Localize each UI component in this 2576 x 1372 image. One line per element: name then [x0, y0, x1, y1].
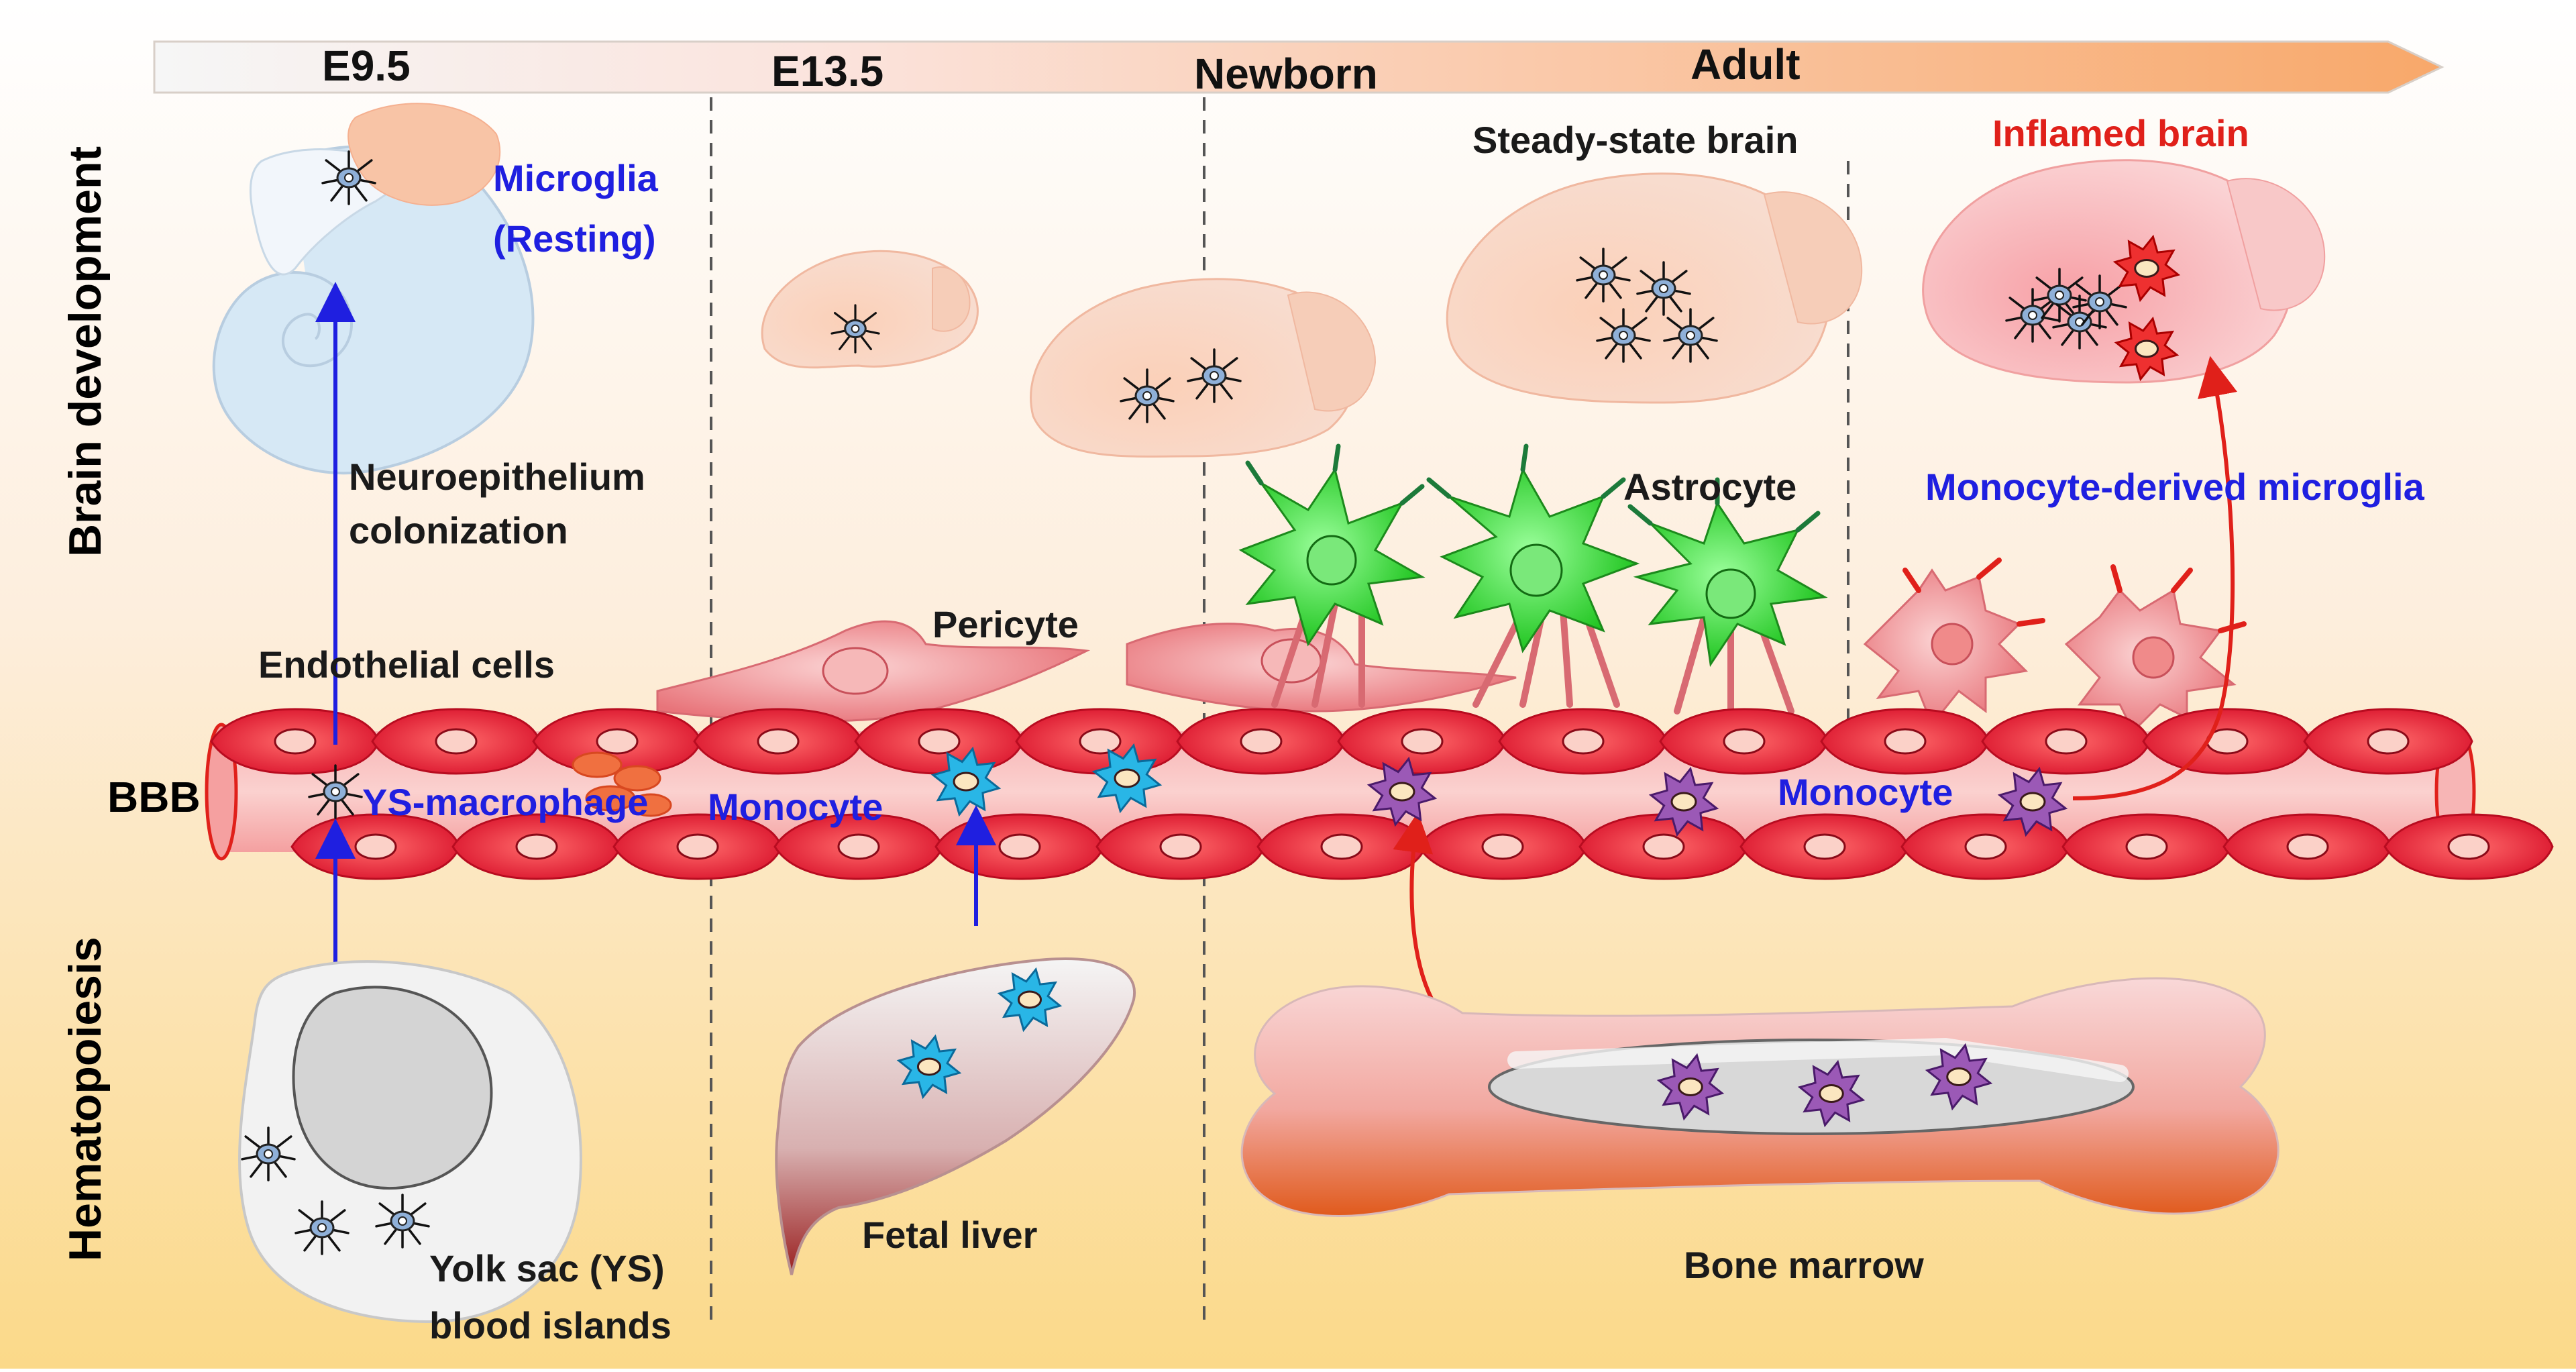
side-label-brain-development: Brain development — [60, 146, 111, 557]
microglia-cell — [2072, 274, 2127, 329]
label-microglia-resting: (Resting) — [493, 217, 656, 260]
ys-macrophage-cell — [308, 764, 363, 819]
endothelial-cell — [1015, 708, 1185, 775]
label-ys-macrophage: YS-macrophage — [362, 781, 648, 823]
label-endothelial-cells: Endothelial cells — [258, 643, 555, 686]
endothelial-cell — [451, 813, 622, 880]
label-monocyte-adult: Monocyte — [1778, 771, 1953, 813]
bone-marrow-monocyte-cell — [1797, 1059, 1866, 1128]
fetal-monocyte-cell — [896, 1034, 962, 1100]
endothelial-cell — [1659, 708, 1829, 775]
endothelial-cell — [2142, 708, 2312, 775]
microglia-cell — [2052, 295, 2107, 350]
stage-newborn: Newborn — [1194, 50, 1378, 98]
adult-monocyte-cell — [1366, 756, 1438, 827]
stage-e9-5: E9.5 — [322, 42, 411, 90]
endothelial-cell — [2383, 813, 2554, 880]
bone-marrow — [1240, 977, 2279, 1217]
microglia-cell — [321, 150, 376, 205]
microglia-cell — [830, 304, 880, 354]
inflamed-microglia-cell — [2112, 234, 2181, 303]
microglia-cell — [1663, 308, 1718, 363]
label-monocyte-derived-microglia: Monocyte-derived microglia — [1925, 466, 2425, 508]
endothelial-cell — [2061, 813, 2232, 880]
monocyte-derived-microglia-2 — [2064, 588, 2237, 733]
microglia-cell — [2032, 268, 2087, 323]
ys-macrophage-cell — [294, 1200, 350, 1255]
endothelial-cell — [1578, 813, 1749, 880]
endothelial-cell — [371, 708, 541, 775]
endothelial-cell — [854, 708, 1024, 775]
label-steady-state-brain: Steady-state brain — [1472, 119, 1799, 161]
endothelial-cell — [1820, 708, 1990, 775]
fetal-liver — [775, 957, 1136, 1275]
label-fetal-liver: Fetal liver — [862, 1214, 1037, 1256]
bone-marrow-monocyte-cell — [1656, 1053, 1725, 1121]
brain-inflamed — [1922, 159, 2326, 384]
ys-macrophage-cell — [375, 1194, 430, 1249]
label-colonization: colonization — [349, 509, 568, 551]
microglia-cell — [1120, 368, 1175, 423]
label-pericyte: Pericyte — [932, 603, 1079, 645]
label-monocyte-fetal: Monocyte — [708, 786, 883, 828]
microglia-cell — [1636, 261, 1691, 316]
endothelial-cell — [2222, 813, 2393, 880]
adult-monocyte-cell — [1997, 766, 2068, 837]
cell-layer — [241, 150, 2181, 1255]
label-blood-islands: blood islands — [429, 1304, 672, 1347]
fetal-monocyte-cell — [997, 967, 1063, 1033]
endothelial-cell — [1176, 708, 1346, 775]
microglia-cell — [1576, 248, 1631, 303]
side-label-hematopoiesis: Hematopoiesis — [60, 937, 111, 1261]
endothelial-cell — [773, 813, 944, 880]
red-blood-cells — [572, 751, 672, 817]
brain-e13-5 — [761, 250, 979, 369]
fetal-monocyte-cell — [1091, 743, 1163, 814]
inflamed-microglia-cell — [2114, 316, 2180, 382]
stage-adult: Adult — [1690, 40, 1801, 89]
brain-steady-state — [1446, 172, 1863, 404]
label-bone-marrow: Bone marrow — [1684, 1244, 1924, 1286]
microglia-cell — [2005, 288, 2060, 343]
fetal-monocyte-cell — [930, 746, 1002, 817]
adult-monocyte-cell — [1648, 766, 1719, 837]
label-bbb: BBB — [107, 773, 201, 821]
microglia-cell — [1596, 308, 1651, 363]
monocyte-derived-microglia-1 — [1863, 568, 2029, 727]
label-astrocyte: Astrocyte — [1623, 466, 1796, 508]
astrocyte-process-tips — [1245, 443, 1821, 533]
timeline-arrow — [153, 40, 2445, 94]
stage-e13-5: E13.5 — [771, 47, 883, 95]
label-microglia: Microglia — [493, 157, 659, 199]
endothelial-cell — [612, 813, 783, 880]
bone-marrow-monocyte-cell — [1925, 1043, 1993, 1111]
endothelial-cell — [2303, 708, 2473, 775]
label-neuroepithelium: Neuroepithelium — [349, 456, 645, 498]
astrocyte-cell-2 — [1440, 467, 1640, 653]
astrocyte-cell-3 — [1633, 500, 1828, 668]
endothelial-cell — [1417, 813, 1588, 880]
ys-macrophage-cell — [241, 1126, 296, 1181]
pericyte-cell — [656, 620, 1091, 723]
label-inflamed-brain: Inflamed brain — [1992, 112, 2249, 154]
brain-newborn — [1030, 278, 1377, 458]
embryo-neuroepithelium — [212, 103, 535, 475]
astrocyte-cell-1 — [1238, 467, 1426, 647]
microglia-cell — [1187, 348, 1242, 403]
label-yolk-sac: Yolk sac (YS) — [429, 1247, 665, 1289]
endothelial-cell — [1739, 813, 1910, 880]
